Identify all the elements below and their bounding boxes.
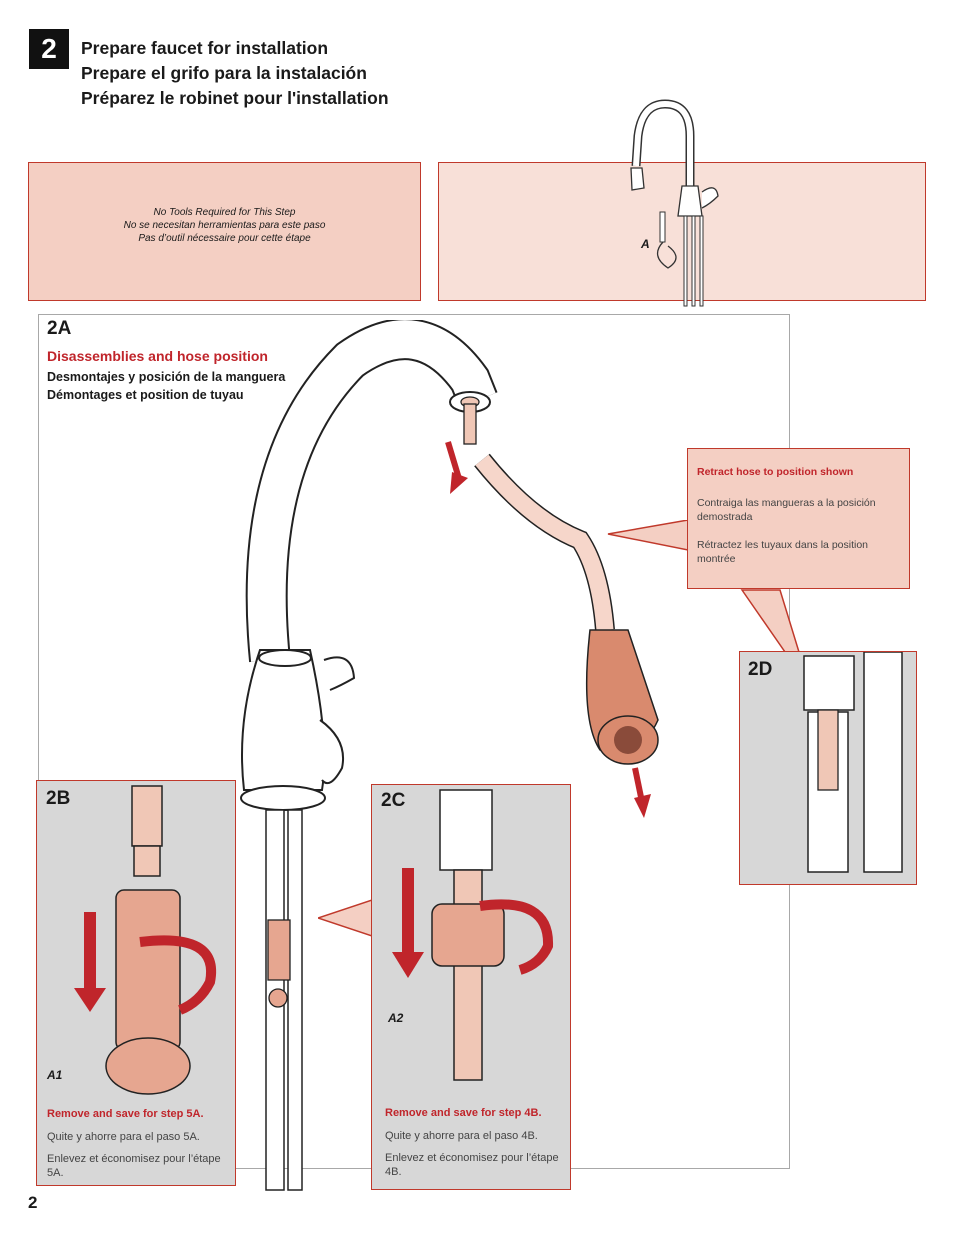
panel-2b-note-fr: Enlevez et économisez pour l’étape 5A. — [47, 1153, 221, 1179]
tools-line-fr: Pas d’outil nécessaire pour cette étape — [138, 233, 311, 244]
panel-2c-note-fr: Enlevez et économisez pour l’étape 4B. — [385, 1152, 559, 1178]
callout-text-es: Contraiga las mangueras a la posición de… — [697, 497, 876, 523]
step-title-block: Prepare faucet for installation Prepare … — [81, 36, 389, 111]
tools-line-en: No Tools Required for This Step — [153, 207, 296, 218]
panel-2b-note: Remove and save for step 5A. Quite y aho… — [47, 1107, 227, 1188]
step-title-es: Prepare el grifo para la instalación — [81, 63, 367, 83]
step-number-badge: 2 — [29, 29, 69, 69]
panel-2d-hose-illustration — [803, 652, 903, 873]
part-label-a2: A2 — [388, 1011, 404, 1025]
panel-2a-title-es: Desmontajes y posición de la manguera — [47, 370, 286, 384]
parts-box — [438, 162, 926, 301]
panel-2d-label: 2D — [748, 659, 773, 680]
panel-2c-nut-illustration — [392, 789, 554, 1081]
panel-2c-label: 2C — [381, 790, 406, 811]
callout-text-fr: Rétractez les tuyaux dans la position mo… — [697, 539, 869, 565]
faucet-main-illustration — [240, 320, 659, 1191]
tools-required-text: No Tools Required for This Step No se ne… — [29, 206, 420, 245]
panel-2b-aerator-illustration — [74, 785, 217, 1095]
part-label-a: A — [641, 237, 650, 251]
part-label-a1: A1 — [47, 1068, 63, 1082]
panel-2c-note: Remove and save for step 4B. Quite y aho… — [385, 1106, 565, 1187]
panel-2c-note-es: Quite y ahorre para el paso 4B. — [385, 1130, 538, 1142]
callout-retract-hose: Retract hose to position shown Contraiga… — [687, 448, 910, 589]
tools-line-es: No se necesitan herramientas para este p… — [123, 220, 326, 231]
panel-2c-pointer — [318, 898, 373, 938]
faucet-thumbnail-illustration — [630, 99, 719, 307]
panel-2c-note-en: Remove and save for step 4B. — [385, 1107, 542, 1119]
panel-2a-label: 2A — [47, 318, 72, 339]
panel-2a-title-fr: Démontages et position de tuyau — [47, 388, 244, 402]
step-title-en: Prepare faucet for installation — [81, 38, 329, 58]
callout-text-en: Retract hose to position shown — [697, 466, 854, 478]
panel-2b-note-en: Remove and save for step 5A. — [47, 1108, 204, 1120]
page-number: 2 — [28, 1193, 38, 1212]
step-title-fr: Préparez le robinet pour l'installation — [81, 88, 389, 108]
panel-2a-title-block: Desmontajes y posición de la manguera Dé… — [47, 368, 285, 404]
panel-2b-note-es: Quite y ahorre para el paso 5A. — [47, 1131, 200, 1143]
panel-2a-title-en: Disassemblies and hose position — [47, 348, 268, 364]
panel-2b-label: 2B — [46, 788, 71, 809]
tools-required-box: No Tools Required for This Step No se ne… — [28, 162, 421, 301]
